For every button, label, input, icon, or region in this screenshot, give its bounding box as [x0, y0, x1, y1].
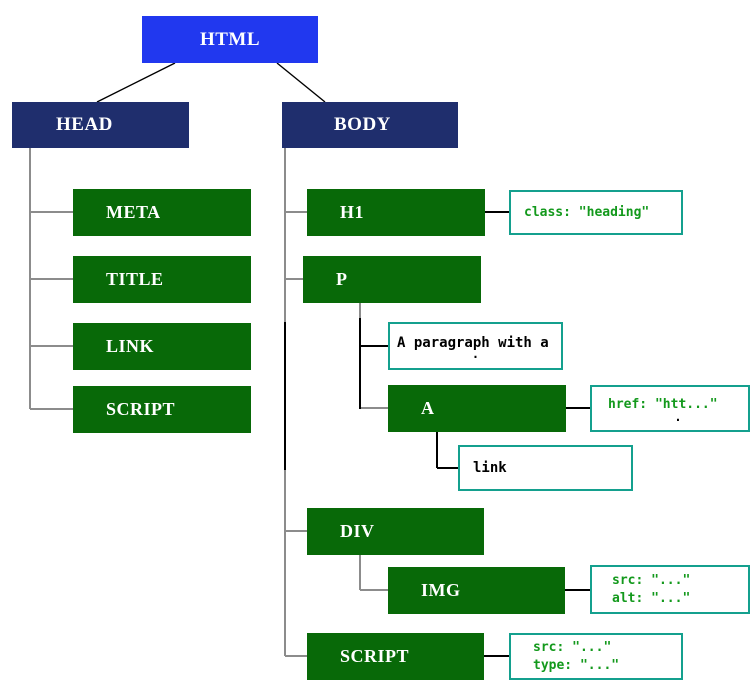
- annotation-script-attributes: src: "..." type: "...": [509, 633, 683, 680]
- node-a-label: A: [421, 398, 435, 418]
- text-node-paragraph-continuation-dot: .: [471, 346, 480, 361]
- annotation-h1-line1: class: "heading": [524, 204, 650, 220]
- node-img: IMG: [388, 567, 565, 614]
- black-connectors: [284, 211, 593, 657]
- node-p-label: P: [336, 269, 348, 289]
- node-link: LINK: [73, 323, 251, 370]
- node-script-head-label: SCRIPT: [106, 399, 176, 419]
- node-div-label: DIV: [340, 521, 375, 541]
- node-meta: META: [73, 189, 251, 236]
- node-head: HEAD: [12, 102, 189, 148]
- node-body-label: BODY: [334, 114, 391, 135]
- annotation-img-attributes: src: "..." alt: "...": [590, 565, 750, 614]
- node-body: BODY: [282, 102, 458, 148]
- node-meta-label: META: [106, 202, 161, 222]
- annotation-h1-attributes: class: "heading": [509, 190, 683, 235]
- node-script-body-label: SCRIPT: [340, 646, 410, 666]
- annotation-a-line1: href: "htt...": [608, 397, 718, 412]
- node-head-label: HEAD: [56, 114, 113, 135]
- node-html: HTML: [142, 16, 318, 63]
- node-div: DIV: [307, 508, 484, 555]
- text-node-link-line1: link: [473, 460, 507, 476]
- annotation-img-line1: src: "...": [612, 572, 691, 588]
- node-script-body: SCRIPT: [307, 633, 484, 680]
- text-node-paragraph: A paragraph with a .: [388, 322, 563, 370]
- node-script-head: SCRIPT: [73, 386, 251, 433]
- annotation-script-line1: src: "...": [533, 639, 612, 655]
- node-html-label: HTML: [199, 28, 261, 50]
- annotation-script-line2: type: "...": [533, 657, 620, 673]
- node-p: P: [303, 256, 481, 303]
- text-node-paragraph-line1: A paragraph with a: [397, 334, 549, 351]
- node-h1: H1: [307, 189, 485, 236]
- root-edges: [96, 62, 326, 103]
- node-a: A: [388, 385, 566, 432]
- node-title-label: TITLE: [106, 269, 164, 289]
- node-link-label: LINK: [106, 336, 155, 356]
- node-img-label: IMG: [421, 580, 461, 600]
- text-node-link: link: [458, 445, 633, 491]
- node-h1-label: H1: [340, 202, 365, 222]
- annotation-a-continuation-dot: .: [674, 410, 682, 424]
- annotation-a-attributes: href: "htt..." .: [590, 385, 750, 432]
- annotation-img-line2: alt: "...": [612, 590, 691, 606]
- node-title: TITLE: [73, 256, 251, 303]
- gray-tree-connectors: [29, 148, 389, 657]
